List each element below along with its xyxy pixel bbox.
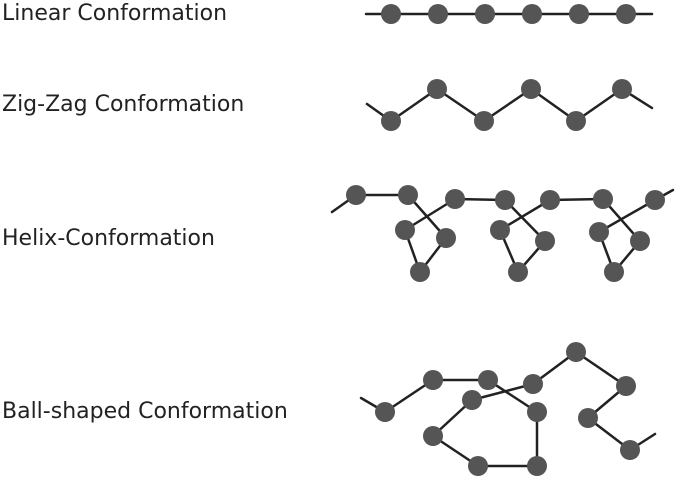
bead [569, 4, 589, 24]
bead [436, 228, 456, 248]
ball-shaped-chain [359, 342, 657, 476]
linear-chain [364, 4, 654, 24]
bead [523, 374, 543, 394]
bead [495, 190, 515, 210]
bead [527, 402, 547, 422]
bond [574, 350, 628, 388]
label-zigzag-conformation: Zig-Zag Conformation [2, 92, 245, 117]
zigzag-chain [365, 79, 654, 131]
bead [540, 190, 560, 210]
bead [612, 79, 632, 99]
bead [522, 4, 542, 24]
bead [428, 4, 448, 24]
bead [474, 111, 494, 131]
bead [566, 111, 586, 131]
bead [521, 79, 541, 99]
bead [468, 456, 488, 476]
bead [381, 4, 401, 24]
bead [346, 185, 366, 205]
bead [445, 189, 465, 209]
bead [578, 408, 598, 428]
bead [620, 440, 640, 460]
helix-chain [330, 185, 675, 282]
bead [398, 185, 418, 205]
bead [410, 262, 430, 282]
bead [593, 189, 613, 209]
bead [490, 220, 510, 240]
bead [462, 390, 482, 410]
bead [427, 79, 447, 99]
bead [616, 376, 636, 396]
bond [470, 382, 535, 402]
bead [423, 426, 443, 446]
bead [375, 402, 395, 422]
bead [395, 220, 415, 240]
bead [566, 342, 586, 362]
label-linear-conformation: Linear Conformation [2, 1, 228, 26]
bond [597, 198, 657, 234]
bead [616, 4, 636, 24]
bead [630, 231, 650, 251]
bead [475, 4, 495, 24]
bead [604, 262, 624, 282]
bead [645, 190, 665, 210]
bead [423, 370, 443, 390]
label-helix-conformation: Helix-Conformation [2, 226, 215, 251]
bead [508, 262, 528, 282]
bead [381, 111, 401, 131]
bead [478, 370, 498, 390]
label-ball-shaped-conformation: Ball-shaped Conformation [2, 399, 288, 424]
bead [527, 456, 547, 476]
bead [589, 222, 609, 242]
bead [535, 231, 555, 251]
